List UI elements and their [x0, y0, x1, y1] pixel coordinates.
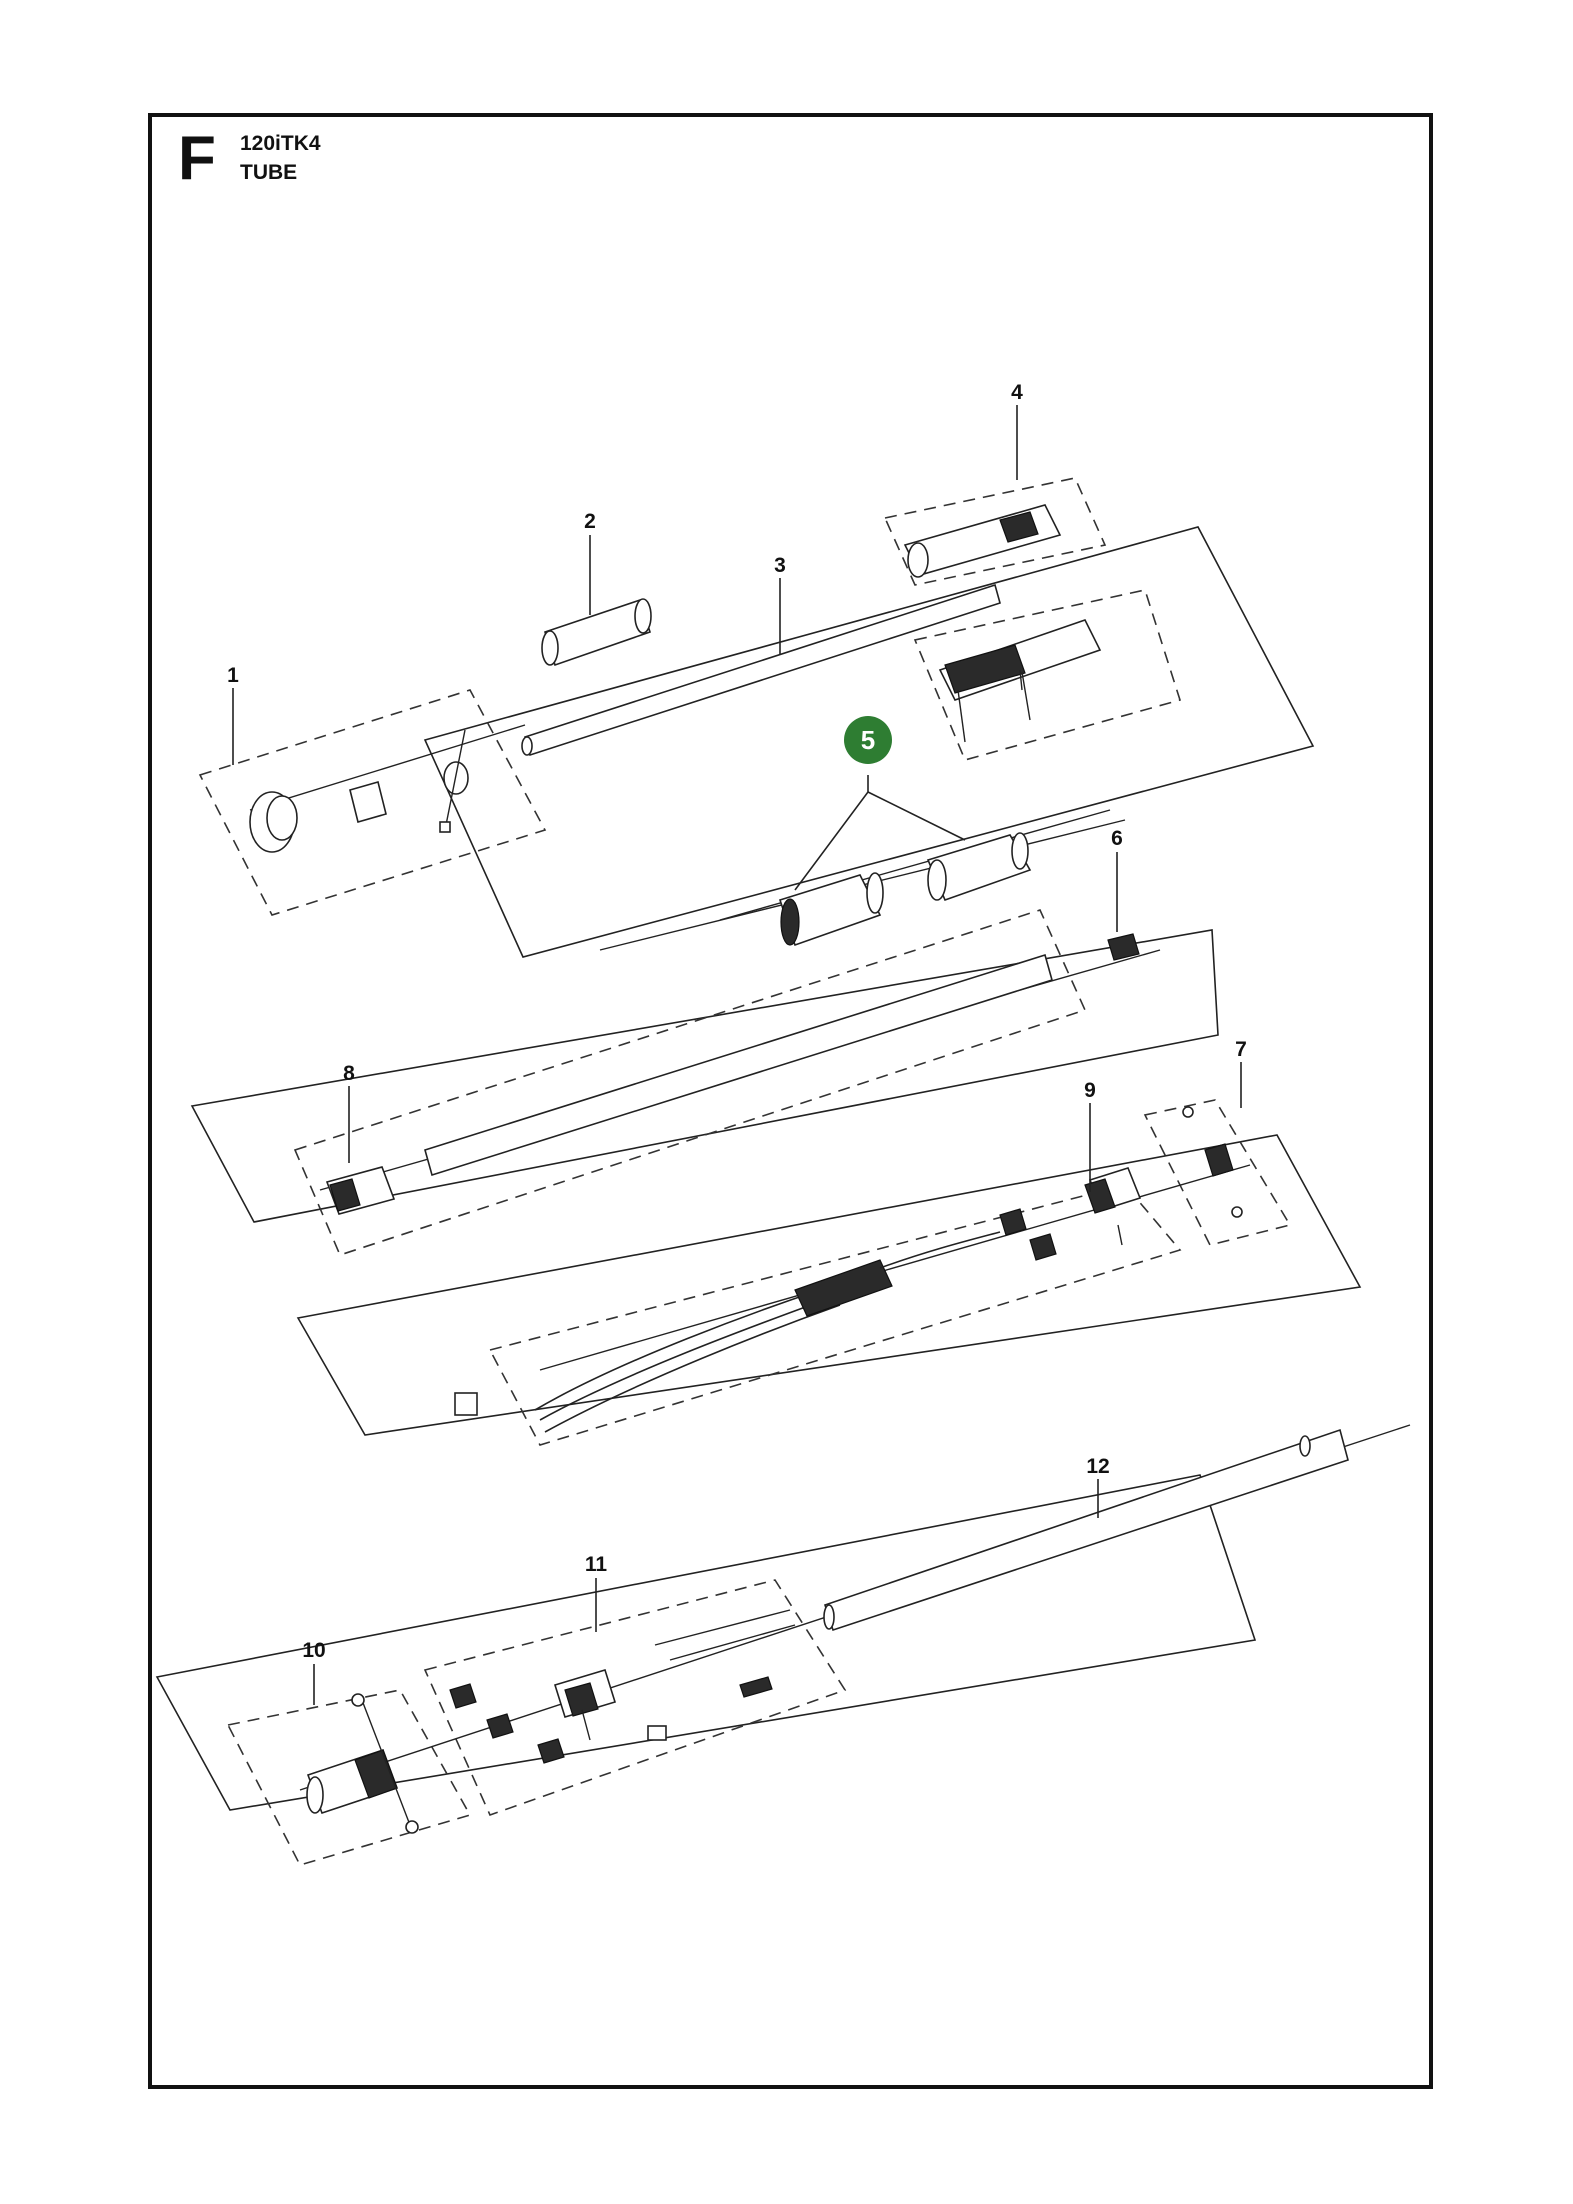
part-5-grips — [778, 832, 1032, 947]
part-8-inner-tube — [325, 953, 1053, 1215]
callout-7: 7 — [1235, 1038, 1247, 1061]
plane-upper — [423, 526, 1315, 958]
part-3-tube — [521, 583, 1001, 757]
group-box-4-lower — [913, 589, 1182, 761]
group-box-4 — [883, 477, 1107, 586]
part-2-sleeve — [541, 598, 652, 667]
group-box-8 — [293, 909, 1087, 1256]
callout-10: 10 — [302, 1639, 325, 1662]
part-7-clamp — [1182, 1106, 1243, 1218]
diagram-frame — [148, 113, 1433, 2089]
plane-lower — [155, 1474, 1257, 1811]
group-box-11 — [423, 1579, 847, 1816]
plane-middle-right — [296, 1134, 1362, 1436]
plane-middle-left — [190, 929, 1219, 1223]
section-letter: F — [178, 124, 216, 193]
part-11-connector — [449, 1609, 796, 1764]
callout-9: 9 — [1084, 1079, 1096, 1102]
callout-3: 3 — [774, 554, 786, 577]
part-12-lower-tube — [823, 1428, 1349, 1632]
part-10-grip-end — [306, 1693, 419, 1834]
group-box-10 — [226, 1689, 472, 1866]
part-6-cap — [1107, 933, 1140, 961]
group-box-9 — [488, 1184, 1182, 1446]
callout-4: 4 — [1011, 381, 1023, 404]
part-4-handle — [903, 504, 1102, 743]
section-subtitle: TUBE — [240, 161, 298, 184]
callout-5: 5 — [861, 725, 875, 755]
callout-1: 1 — [227, 664, 239, 687]
model-title: 120iTK4 — [240, 132, 321, 155]
callout-12: 12 — [1086, 1455, 1109, 1478]
group-box-1 — [198, 689, 547, 916]
callout-8: 8 — [343, 1062, 355, 1085]
part-1-clamp — [249, 729, 469, 853]
group-box-7 — [1143, 1099, 1292, 1246]
part-9-harness — [454, 1167, 1142, 1433]
callout-11: 11 — [585, 1553, 608, 1576]
callout-2: 2 — [584, 510, 596, 533]
callout-5-badge — [844, 716, 892, 764]
callout-6: 6 — [1111, 827, 1123, 850]
